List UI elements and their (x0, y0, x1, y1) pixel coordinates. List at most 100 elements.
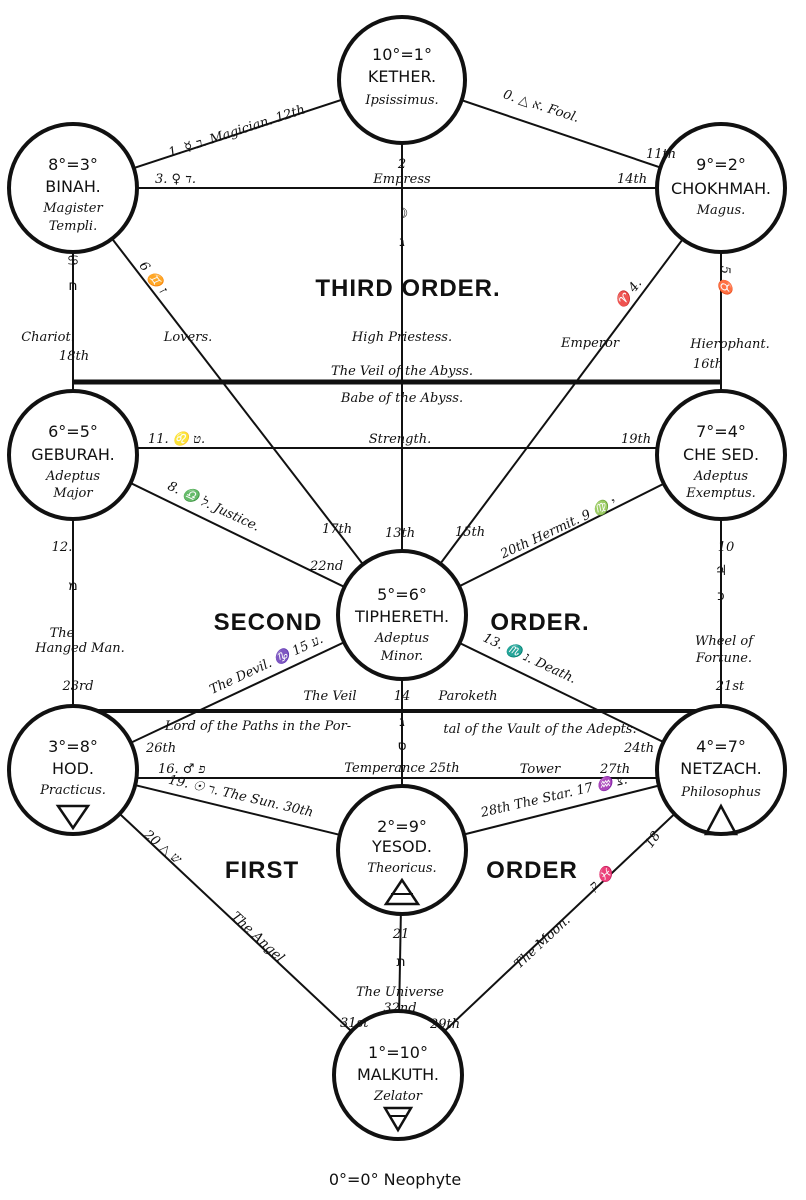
high-priestess-label: High Priestess. (351, 330, 452, 345)
emperor-sym: ♈ 4. (612, 276, 645, 312)
strength-left-label: 11. ♌ ט. (148, 431, 205, 447)
hierophant-sym: 5 ♉ (717, 266, 733, 297)
binah-grade: 8°=3° (48, 155, 98, 174)
chesed-title-1: Adeptus (693, 469, 748, 484)
portal-label-a: Lord of the Paths in the Por- (164, 719, 351, 734)
angel-sym: 20 △ ש (140, 827, 185, 868)
lovers-num: 17th (322, 522, 352, 537)
moon-path-sym: ק ♓ (586, 862, 619, 894)
universe-num: 21 (392, 927, 410, 942)
geburah-name: GEBURAH. (31, 445, 114, 464)
path-binah-tiphereth (72, 187, 403, 616)
tower-label: Tower (520, 762, 561, 777)
veil-abyss-label: The Veil of the Abyss. (331, 364, 473, 379)
moon-label: The Moon. (512, 913, 574, 972)
kether-name: KETHER. (368, 67, 436, 86)
justice-num: 22nd (309, 559, 343, 574)
water-triangle-icon (55, 804, 91, 831)
geburah-circle (7, 389, 139, 521)
saturn-sym: ת (396, 954, 405, 970)
tiphereth-grade: 5°=6° (377, 585, 427, 604)
mars-left-label: 16. ♂ פ (158, 762, 206, 777)
fire-triangle-icon (703, 803, 739, 836)
jupiter-sym: ♃ (715, 563, 728, 579)
hod-circle (7, 704, 139, 836)
veil-paroketh-a: The Veil (303, 689, 356, 704)
netzach-title: Philosophus (680, 785, 761, 800)
chesed-title-2: Exemptus. (685, 486, 756, 501)
hierophant-label: Hierophant. (689, 337, 769, 352)
moon-sym: ☽ (396, 206, 409, 222)
chesed-circle (655, 389, 787, 521)
chesed-name: CHE SED. (683, 445, 759, 464)
kether-grade: 10°=1° (372, 45, 432, 64)
path-netzach-malkuth (397, 769, 722, 1076)
malkuth-title: Zelator (373, 1089, 423, 1104)
wheel-bottom-num: 21st (715, 679, 745, 694)
tiphereth-circle (336, 549, 468, 681)
moon-num: 18 (642, 829, 664, 851)
fool-num: 11th (646, 147, 676, 162)
binah-circle (7, 122, 139, 254)
netzach-name: NETZACH. (680, 759, 761, 778)
cheth-sym: ח (68, 278, 77, 294)
veil-paroketh-b: Paroketh (437, 689, 497, 704)
hanged-num: 12. (52, 540, 73, 555)
hanged-bottom-num: 23rd (61, 679, 93, 694)
wheel-num: 10 (718, 540, 735, 555)
gimel-sym: ג (399, 234, 405, 250)
sagittarius-sym: ס (397, 738, 406, 754)
chariot-num: 18th (59, 349, 89, 364)
sun-label: 19. ☉ ר. The Sun. 30th (167, 773, 315, 821)
netzach-path-num: 24th (623, 741, 654, 756)
universe-label: The Universe (356, 985, 444, 1000)
chokhmah-circle (655, 122, 787, 254)
malkuth-name: MALKUTH. (357, 1065, 439, 1084)
second-order-heading-b: ORDER. (490, 609, 589, 636)
binah-title-2: Templi. (49, 219, 97, 234)
hermit-label: 20th Hermit. י ♍ 9 (497, 494, 619, 562)
hierophant-num: 16th (693, 357, 723, 372)
path-chokhmah-tiphereth (401, 187, 722, 616)
emperor-num: 15th (455, 525, 485, 540)
devil-label: The Devil. ♑ ע 15. (207, 631, 326, 698)
yesod-name: YESOD. (371, 837, 432, 856)
chariot-label: Chariot. (21, 330, 75, 345)
priestess-num: 13th (385, 526, 415, 541)
empress-num: 14th (617, 172, 647, 187)
wheel-label-a: Wheel of (695, 634, 755, 649)
geburah-title-2: Major (52, 486, 93, 501)
empress-left-label: 3. ♀ ד. (155, 172, 196, 187)
temperance-label: Temperance 25th (344, 761, 459, 776)
first-order-heading-b: ORDER (486, 857, 578, 884)
wheel-label-b: Fortune. (695, 651, 752, 666)
second-order-heading-a: SECOND (214, 609, 323, 636)
yesod-grade: 2°=9° (377, 817, 427, 836)
strength-label: Strength. (369, 432, 431, 447)
hod-name: HOD. (52, 759, 94, 778)
hod-grade: 3°=8° (48, 737, 98, 756)
veil-paroketh-num: 14 (394, 689, 411, 704)
death-label: 13. ♏ נ. Death. (480, 630, 579, 687)
chokhmah-grade: 9°=2° (696, 155, 746, 174)
fool-label: 0. △ א. Fool. (501, 87, 581, 126)
kether-mid-num: 2 (397, 157, 406, 172)
empress-label: Empress (372, 172, 431, 187)
kaph-sym: כ (717, 588, 724, 604)
universe-bottom-num: 32nd (383, 1001, 416, 1016)
chokhmah-name: CHOKHMAH. (671, 179, 771, 198)
magician-label: 1. ☿ ב. Magician. 12th (167, 102, 307, 160)
hod-title: Practicus. (39, 783, 106, 798)
tiphereth-title-1: Adeptus (374, 631, 429, 646)
neophyte-label: 0°=0° Neophyte (329, 1170, 461, 1189)
malkuth-grade: 1°=10° (368, 1043, 428, 1062)
tiphereth-title-2: Minor. (380, 649, 424, 664)
yesod-title: Theoricus. (367, 861, 436, 876)
binah-title-1: Magister (42, 201, 103, 216)
babe-abyss-label: Babe of the Abyss. (340, 391, 463, 406)
first-order-heading-a: FIRST (225, 857, 299, 884)
lovers-label: Lovers. (163, 330, 213, 345)
path-hod-malkuth (72, 769, 399, 1076)
hod-path-num: 26th (145, 741, 176, 756)
